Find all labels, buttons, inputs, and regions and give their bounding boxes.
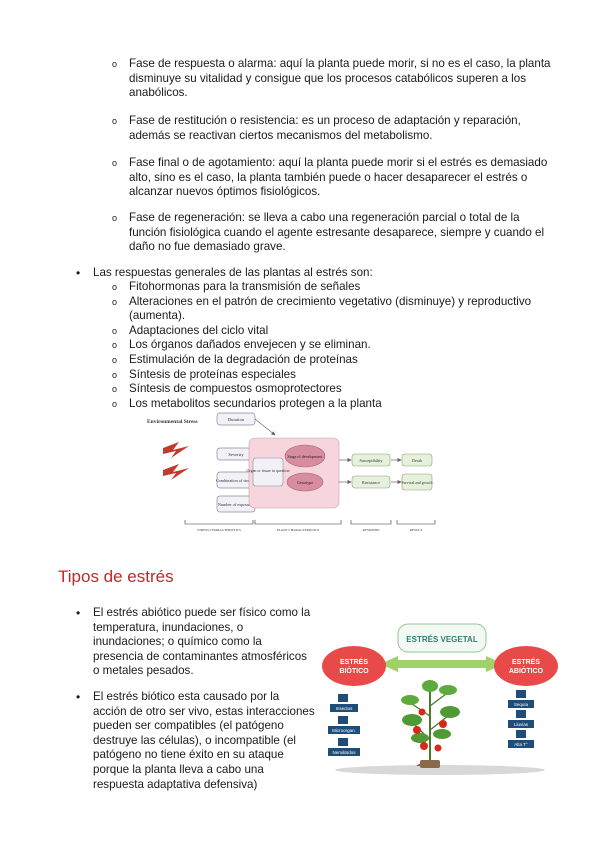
stress-response-diagram: Environmental Stress Duration Severity C… bbox=[147, 412, 436, 532]
death-box bbox=[401, 453, 433, 467]
biotic-label-1: ESTRÉS bbox=[340, 657, 368, 666]
abiotic-item: Sequía bbox=[514, 702, 529, 707]
bullet-marker: • bbox=[76, 690, 81, 704]
phase-item: o Fase de restitución o resistencia: es … bbox=[112, 114, 552, 143]
list-item: o Alteraciones en el patrón de crecimient… bbox=[112, 295, 552, 324]
stage-text: Stage of development bbox=[288, 454, 324, 459]
abiotic-items: Sequía Lluvias Alta T° bbox=[508, 690, 534, 748]
list-marker: o bbox=[112, 158, 118, 168]
footer-label: RESULT bbox=[410, 528, 423, 532]
phase-text: Fase de restitución o resistencia: es un… bbox=[129, 114, 521, 142]
list-marker: o bbox=[112, 369, 118, 380]
list-item: o Síntesis de compuestos osmoprotectores bbox=[112, 382, 552, 397]
list-marker: o bbox=[112, 325, 118, 336]
abiotic-item: Alta T° bbox=[514, 742, 528, 747]
susceptibility-text: Susceptibility bbox=[359, 458, 383, 463]
title-bubble bbox=[397, 623, 487, 653]
biotic-item: Microorgan. bbox=[332, 728, 356, 733]
phase-item: o Fase final o de agotamiento: aquí la p… bbox=[112, 156, 552, 200]
resistance-text: Resistance bbox=[362, 480, 380, 485]
biotic-items: Insectos Microorgan. Nemátodos bbox=[328, 694, 360, 756]
list-item-text: Los órganos dañados envejecen y se elimi… bbox=[129, 338, 371, 352]
section-title: Tipos de estrés bbox=[58, 567, 174, 586]
list-marker: o bbox=[112, 116, 118, 126]
environmental-stress-label: Environmental Stress bbox=[147, 419, 198, 425]
list-item: o Adaptaciones del ciclo vital bbox=[112, 324, 552, 339]
list-item: o Los órganos dañados envejecen y se elim… bbox=[112, 338, 552, 353]
list-item-text: Síntesis de compuestos osmoprotectores bbox=[129, 382, 342, 396]
exposures-text: Number of exposures bbox=[218, 502, 254, 507]
responses-intro: Las respuestas generales de las plantas … bbox=[93, 266, 373, 279]
genotype-text: Genotype bbox=[297, 480, 313, 485]
list-item: o Síntesis de proteínas especiales bbox=[112, 368, 552, 383]
survival-box bbox=[401, 473, 433, 491]
biotic-paragraph: El estrés biótico esta causado por la ac… bbox=[93, 690, 315, 791]
phase-item: o Fase de regeneración: se lleva a cabo … bbox=[112, 211, 552, 255]
biotic-ellipse bbox=[322, 646, 386, 686]
list-item: o Los metabolitos secundarios protegen a … bbox=[112, 397, 552, 412]
list-marker: o bbox=[112, 354, 118, 365]
responses-list: o Fitohormonas para la transmisión de señ… bbox=[112, 280, 552, 411]
death-text: Death bbox=[412, 458, 423, 463]
list-item: o Fitohormonas para la transmisión de señ… bbox=[112, 280, 552, 295]
lightning-icon bbox=[163, 442, 189, 480]
bullet-marker: • bbox=[76, 266, 81, 280]
list-item-text: Alteraciones en el patrón de crecimiento… bbox=[129, 294, 532, 323]
list-item-text: Síntesis de proteínas especiales bbox=[129, 367, 296, 381]
genotype-ellipse bbox=[286, 472, 324, 492]
organ-box bbox=[252, 457, 284, 487]
ground-shadow bbox=[335, 765, 545, 775]
biotic-item: Insectos bbox=[336, 706, 354, 711]
list-marker: o bbox=[112, 59, 118, 69]
severity-text: Severity bbox=[228, 452, 244, 457]
bullet-marker: • bbox=[76, 606, 81, 620]
stage-ellipse bbox=[284, 444, 326, 468]
combination-text: Combination of stresses bbox=[216, 478, 257, 483]
list-item-text: Los metabolitos secundarios protegen a l… bbox=[129, 396, 382, 410]
arrows bbox=[380, 656, 504, 672]
phase-item: o Fase de respuesta o alarma: aquí la pl… bbox=[112, 57, 552, 101]
resistance-box bbox=[351, 475, 391, 489]
biotic-item: Nemátodos bbox=[332, 750, 356, 755]
list-item-text: Fitohormonas para la transmisión de seña… bbox=[129, 280, 361, 293]
abiotic-label-2: ABIÓTICO bbox=[509, 666, 544, 675]
diagram-title: ESTRÉS VEGETAL bbox=[406, 635, 478, 644]
plant-stress-diagram: ESTRÉS VEGETAL ESTRÉS BIÓTICO ESTRÉS ABI… bbox=[320, 620, 560, 775]
list-marker: o bbox=[112, 384, 118, 395]
survival-text: Survival and growth bbox=[401, 481, 432, 485]
susceptibility-box bbox=[351, 453, 391, 467]
list-marker: o bbox=[112, 213, 118, 223]
list-marker: o bbox=[112, 398, 118, 409]
footer-label: PLANT CHARACTERISTICS bbox=[277, 528, 320, 532]
list-marker: o bbox=[112, 340, 118, 351]
footer-label: RESPONSE bbox=[363, 528, 380, 532]
list-item-text: Adaptaciones del ciclo vital bbox=[129, 323, 269, 337]
organ-text: Organ or tissue in question bbox=[246, 468, 289, 473]
abiotic-label-1: ESTRÉS bbox=[512, 657, 540, 666]
list-item-text: Estimulación de la degradación de proteí… bbox=[129, 352, 358, 366]
list-marker: o bbox=[112, 296, 118, 307]
phase-text: Fase de respuesta o alarma: aquí la plan… bbox=[129, 57, 551, 100]
duration-text: Duration bbox=[228, 417, 245, 422]
phase-text: Fase de regeneración: se lleva a cabo un… bbox=[129, 211, 545, 254]
phase-text: Fase final o de agotamiento: aquí la pla… bbox=[129, 156, 548, 199]
abiotic-ellipse bbox=[494, 646, 558, 686]
tomato-plant-icon bbox=[401, 680, 460, 768]
list-marker: o bbox=[112, 282, 118, 292]
list-item: o Estimulación de la degradación de prote… bbox=[112, 353, 552, 368]
footer-label: STRESS CHARACTERISTICS bbox=[197, 528, 241, 532]
biotic-label-2: BIÓTICO bbox=[339, 666, 369, 675]
abiotic-item: Lluvias bbox=[514, 722, 529, 727]
abiotic-paragraph: El estrés abiótico puede ser físico como… bbox=[93, 606, 311, 678]
